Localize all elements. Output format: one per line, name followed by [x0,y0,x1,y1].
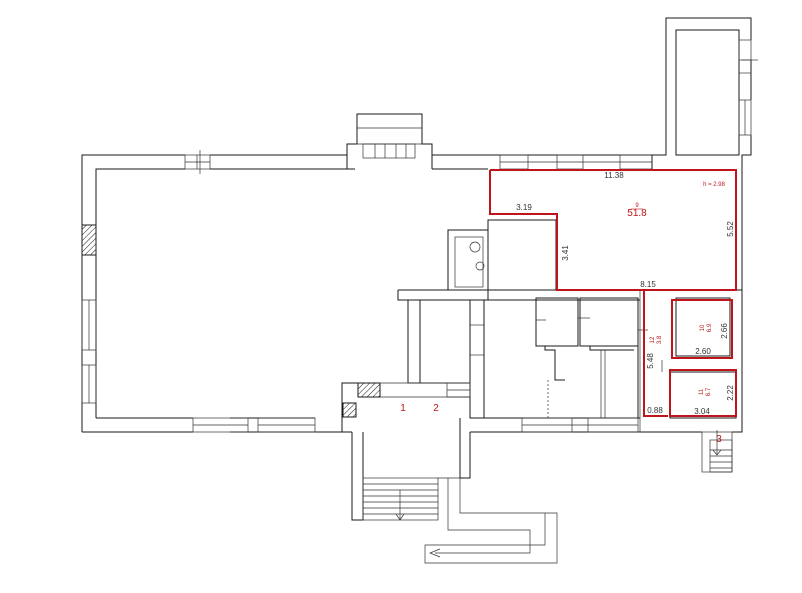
room-labels: 9 51.8 h = 2.98 12 3.8 10 6.9 11 6.7 [627,182,725,396]
entrance-1-label: 1 [400,403,406,414]
room10-area: 6.9 [707,323,713,332]
dim-room10-height: 2.66 [720,323,729,339]
hall-number: 9 [635,203,639,209]
dim-room11-width: 3.04 [694,407,710,416]
room12-number: 12 [650,336,656,343]
dim-room11-height: 2.22 [726,385,735,401]
hall-outline [489,169,737,291]
room10-number: 10 [700,324,706,331]
corridor-outline [643,290,668,417]
hall-area: 51.8 [627,208,647,219]
entrance-markers: 1 2 3 [400,403,722,445]
dim-corridor-length: 5.48 [646,353,655,369]
dim-hall-notch-height: 3.41 [561,245,570,261]
dim-room10-width: 2.60 [695,347,711,356]
entrance-3-label: 3 [716,434,722,445]
dim-hall-height: 5.52 [726,221,735,237]
room12-area: 3.8 [657,335,663,344]
entrance-2-label: 2 [433,403,439,414]
highlighted-premises [489,169,737,417]
dimension-labels: 11.38 3.19 8.15 2.60 3.04 0.88 5.52 3.41… [516,171,735,416]
dim-corridor-small: 0.88 [647,406,663,415]
room11-area: 6.7 [706,387,712,396]
dim-hall-width: 11.38 [604,171,624,180]
hall-height: h = 2.98 [703,182,726,188]
room11-number: 11 [699,388,705,395]
room10-outline [671,299,733,359]
outer-walls [81,17,752,433]
dim-hall-notch-width: 3.19 [516,203,532,212]
room11-outline [669,369,737,417]
entrance-stairs [362,430,733,564]
dim-corridor-width: 8.15 [640,280,656,289]
